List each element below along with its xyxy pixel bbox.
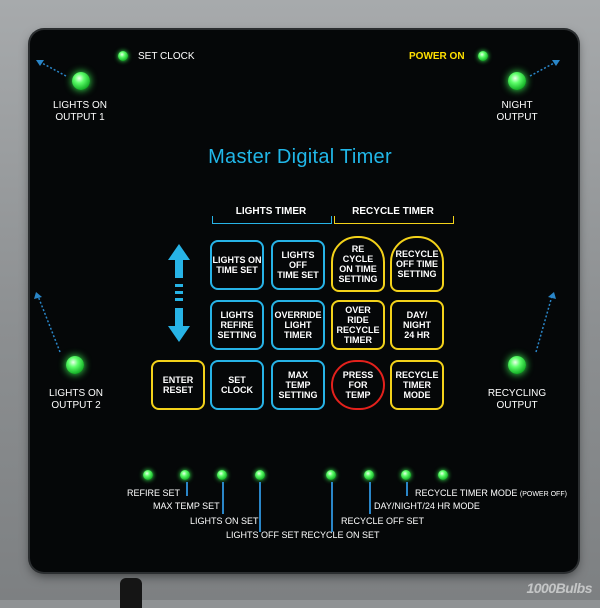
max-temp-setting-button[interactable]: MAX TEMP SETTING <box>271 360 325 410</box>
power-on-label: POWER ON <box>409 51 465 62</box>
recycling-output-led <box>508 356 526 374</box>
lights-on-output-2-label: LIGHTS ON OUTPUT 2 <box>49 388 103 411</box>
lights-off-set-label: LIGHTS OFF SET <box>226 530 300 540</box>
night-output-label: NIGHT OUTPUT <box>496 100 538 123</box>
power-on-led <box>478 51 488 61</box>
lights-on-output-1-led <box>72 72 90 90</box>
connector-line <box>222 482 224 514</box>
day-night-mode-label: DAY/NIGHT/24 HR MODE <box>374 501 480 511</box>
recycle-timer-mode-label: RECYCLE TIMER MODE (POWER OFF) <box>415 488 567 498</box>
lights-refire-setting-button[interactable]: LIGHTS REFIRE SETTING <box>210 300 264 350</box>
recycle-off-set-label: RECYCLE OFF SET <box>341 516 425 526</box>
override-light-timer-button[interactable]: OVERRIDE LIGHT TIMER <box>271 300 325 350</box>
watermark-logo: 1000Bulbs <box>526 580 592 596</box>
recycle-on-set-label: RECYCLE ON SET <box>301 530 380 540</box>
set-clock-button[interactable]: SET CLOCK <box>210 360 264 410</box>
recycle-off-set-led <box>364 470 374 480</box>
set-clock-status-label: SET CLOCK <box>138 51 195 62</box>
press-for-temp-button[interactable]: PRESS FOR TEMP <box>331 360 385 410</box>
max-temp-set-led <box>180 470 190 480</box>
recycle-off-time-setting-button[interactable]: RECYCLE OFF TIME SETTING <box>390 236 444 292</box>
connector-line <box>406 482 408 496</box>
connector-line <box>331 482 333 532</box>
power-off-note: (POWER OFF) <box>519 491 567 498</box>
day-night-24hr-button[interactable]: DAY/ NIGHT 24 HR <box>390 300 444 350</box>
override-recycle-timer-button[interactable]: OVER RIDE RECYCLE TIMER <box>331 300 385 350</box>
lights-timer-title: LIGHTS TIMER <box>235 206 307 217</box>
recycling-output-label: RECYCLING OUTPUT <box>487 388 547 411</box>
lights-off-set-led <box>255 470 265 480</box>
lights-on-output-1-label: LIGHTS ON OUTPUT 1 <box>53 100 107 123</box>
connector-line <box>186 482 188 496</box>
recycle-on-time-setting-button[interactable]: RE CYCLE ON TIME SETTING <box>331 236 385 292</box>
enter-reset-button[interactable]: ENTER RESET <box>151 360 205 410</box>
lights-on-set-label: LIGHTS ON SET <box>190 516 259 526</box>
up-down-arrow-icon[interactable] <box>166 244 192 342</box>
recycle-on-set-led <box>326 470 336 480</box>
lights-off-time-set-button[interactable]: LIGHTS OFF TIME SET <box>271 240 325 290</box>
recycle-timer-bracket <box>334 216 454 224</box>
recycle-timer-title: RECYCLE TIMER <box>352 206 434 217</box>
set-clock-led <box>118 51 128 61</box>
recycle-timer-mode-button[interactable]: RECYCLE TIMER MODE <box>390 360 444 410</box>
day-night-mode-led <box>401 470 411 480</box>
refire-set-led <box>143 470 153 480</box>
max-temp-set-label: MAX TEMP SET <box>153 501 220 511</box>
night-output-led <box>508 72 526 90</box>
refire-set-label: REFIRE SET <box>127 488 181 498</box>
lights-timer-bracket <box>212 216 332 224</box>
connector-line <box>369 482 371 514</box>
connector-line <box>259 482 261 532</box>
lights-on-time-set-button[interactable]: LIGHTS ON TIME SET <box>210 240 264 290</box>
recycle-timer-mode-led <box>438 470 448 480</box>
lights-on-set-led <box>217 470 227 480</box>
page-title: Master Digital Timer <box>208 146 392 168</box>
lights-on-output-2-led <box>66 356 84 374</box>
